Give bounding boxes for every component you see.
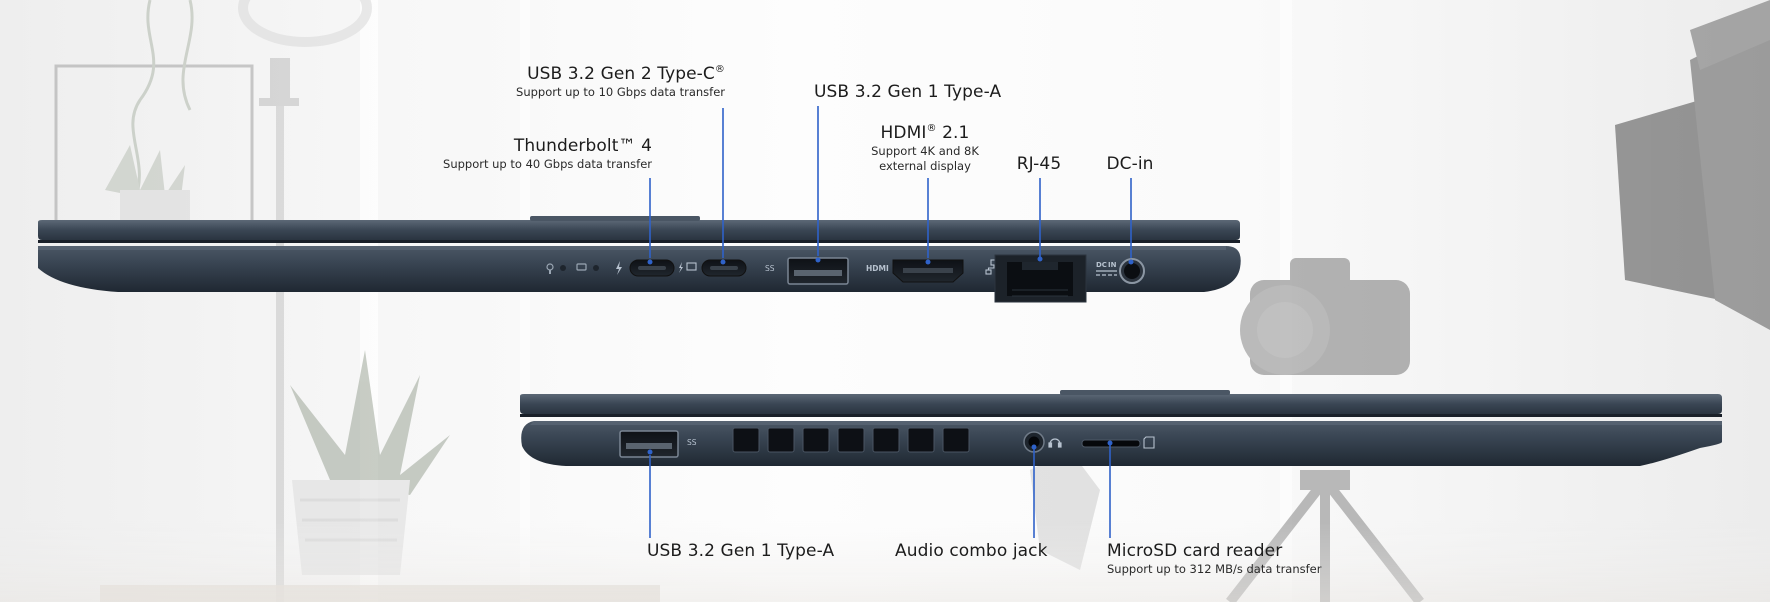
audio-title: Audio combo jack	[895, 541, 1048, 561]
hdmi-title: HDMI® 2.1	[880, 123, 970, 143]
superspeed-usb-icon: SS	[687, 438, 697, 447]
usb-c-title: USB 3.2 Gen 2 Type-C®	[527, 64, 725, 84]
superspeed-usb-icon: SS	[765, 264, 775, 273]
battery-led-icon	[576, 263, 599, 271]
ring-light	[238, 0, 372, 602]
cooling-vents	[732, 427, 970, 453]
usb-a-right-label: USB 3.2 Gen 1 Type-A	[814, 81, 1001, 103]
microsd-subtitle: Support up to 312 MB/s data transfer	[1107, 562, 1322, 576]
leader-lines	[649, 106, 1132, 538]
usb-c-subtitle: Support up to 10 Gbps data transfer	[516, 85, 725, 99]
hdmi-marking: HDMI	[866, 264, 889, 273]
headset-icon	[1048, 438, 1062, 448]
hdmi-label: HDMI® 2.1 Support 4K and 8K external dis…	[871, 118, 979, 174]
dc-in-title: DC-in	[1106, 154, 1154, 174]
usb-a-left-label: USB 3.2 Gen 1 Type-A	[647, 540, 834, 562]
thunderbolt-icon	[616, 261, 622, 275]
svg-text:DC: DC	[1096, 261, 1107, 269]
microsd-label: MicroSD card reader Support up to 312 MB…	[1107, 540, 1321, 577]
leader-dots	[647, 256, 1134, 455]
thunderbolt-subtitle: Support up to 40 Gbps data transfer	[443, 157, 652, 171]
microsd-title: MicroSD card reader	[1107, 541, 1283, 561]
usb-c-charge-display-icon	[679, 262, 697, 273]
sd-card-icon	[1143, 436, 1155, 449]
usb-a-left-title: USB 3.2 Gen 1 Type-A	[647, 541, 835, 561]
rj45-title: RJ-45	[1016, 154, 1062, 174]
usb-a-right-title: USB 3.2 Gen 1 Type-A	[814, 82, 1002, 102]
softbox-light	[1615, 0, 1770, 330]
thunderbolt-title: Thunderbolt™ 4	[513, 136, 652, 156]
rj45-label: RJ-45	[1017, 153, 1062, 175]
laptop-left-side: SS	[520, 390, 1723, 466]
svg-text:IN: IN	[1108, 261, 1117, 269]
usb-c-label: USB 3.2 Gen 2 Type-C® Support up to 10 G…	[516, 59, 725, 100]
dc-in-label: DC-in	[1106, 153, 1153, 175]
hinge-bump	[530, 216, 700, 221]
power-led-icon	[546, 263, 566, 274]
thunderbolt-label: Thunderbolt™ 4 Support up to 40 Gbps dat…	[443, 135, 652, 172]
hdmi-subtitle-line2: external display	[879, 159, 971, 173]
dc-in-icon: DC IN	[1096, 261, 1117, 276]
laptop-right-side: SS HDMI DC IN	[38, 216, 1241, 303]
hdmi-subtitle-line1: Support 4K and 8K	[871, 144, 979, 158]
audio-label: Audio combo jack	[895, 540, 1048, 562]
